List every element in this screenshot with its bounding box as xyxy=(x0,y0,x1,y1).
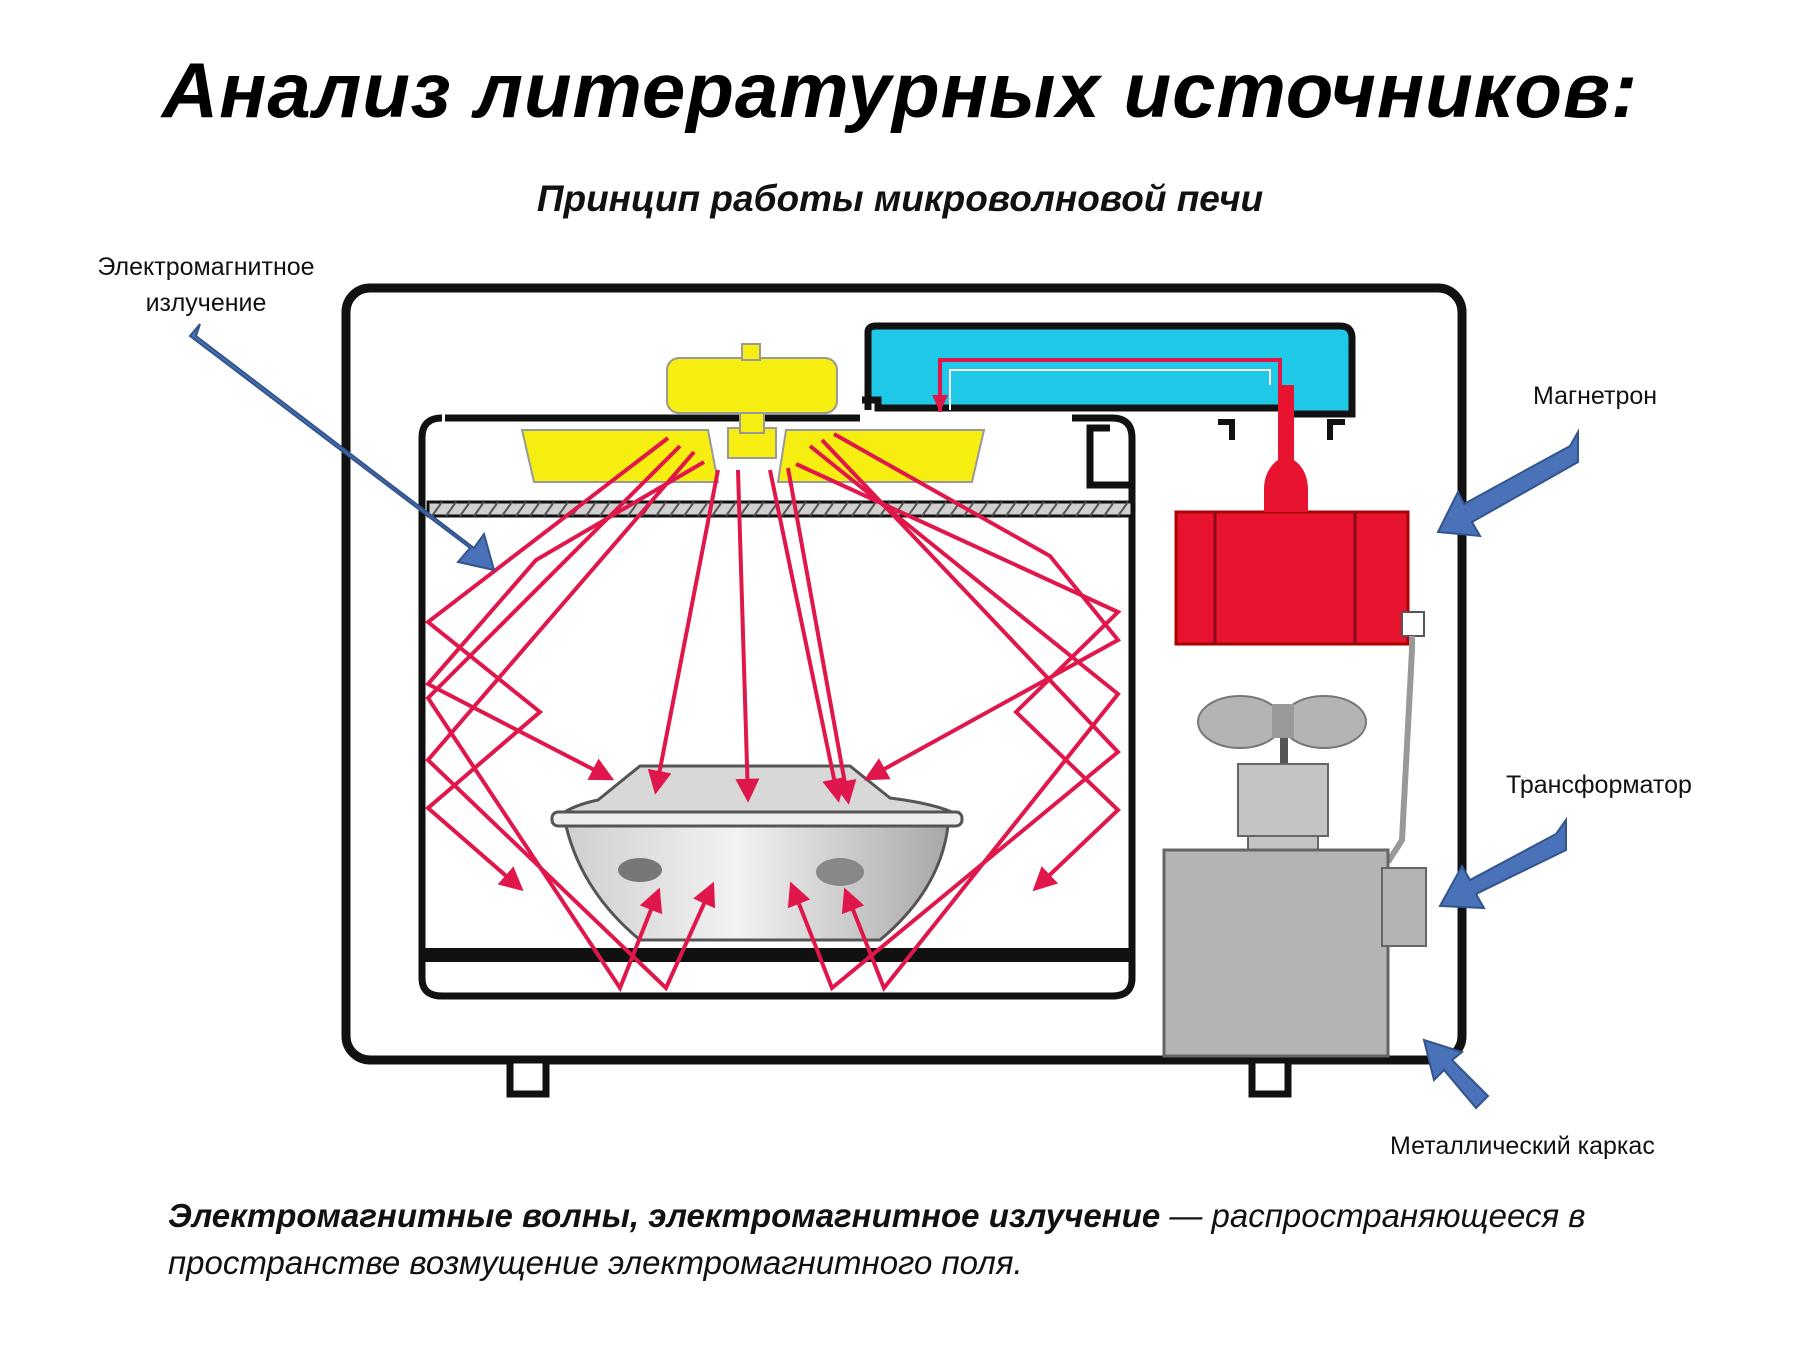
diagram-subtitle: Принцип работы микроволновой печи xyxy=(536,178,1264,219)
magnetron xyxy=(1174,510,1410,646)
ray-center-2 xyxy=(768,469,846,803)
magnetron-antenna xyxy=(1264,385,1308,512)
wall-bracket-2 xyxy=(1218,419,1345,440)
stirrer-blade-right xyxy=(776,429,986,483)
wall-bracket xyxy=(1086,424,1132,489)
transformer xyxy=(1162,848,1390,1058)
ray-right-5 xyxy=(786,467,857,805)
stirrer-blade-left xyxy=(520,429,720,483)
magnetron-callout-arrow xyxy=(1436,428,1579,538)
definition-body: распространяющееся в пространстве возмущ… xyxy=(168,1197,1586,1281)
waveguide-inner-path xyxy=(938,358,1282,412)
floor-plate xyxy=(424,948,1130,962)
ray-left-5 xyxy=(647,469,720,795)
transformer-terminal xyxy=(1381,867,1427,947)
ray-center-1 xyxy=(735,469,760,803)
definition-term: Электромагнитные волны, электромагнитное… xyxy=(168,1197,1161,1234)
ray-left-3 xyxy=(425,450,716,992)
frame-label: Металлический каркас xyxy=(1390,1132,1655,1160)
radiation-label-line2: излучение xyxy=(145,289,267,317)
cookware-food-left xyxy=(618,858,662,882)
radiation-callout-arrow xyxy=(188,323,496,572)
cooling-fan-blade-left xyxy=(1197,695,1283,749)
wire xyxy=(1385,636,1415,864)
foot-left xyxy=(506,1056,550,1098)
stirrer-cap xyxy=(741,343,761,361)
ray-right-4 xyxy=(833,432,1122,781)
cooling-fan-hub xyxy=(1272,704,1294,738)
connector-box xyxy=(1401,611,1425,637)
radiation-label-line1: Электромагнитное xyxy=(97,253,315,281)
ray-left-2 xyxy=(425,444,682,993)
stirrer-shaft xyxy=(739,412,765,434)
ray-right-1 xyxy=(795,462,1122,892)
radiation-label: Электромагнитное излучение xyxy=(76,249,336,321)
ray-right-2 xyxy=(808,444,1121,992)
waveguide-arrowhead xyxy=(932,395,948,412)
stirrer-top xyxy=(666,357,838,414)
ray-right-3 xyxy=(787,438,1121,992)
microwave-rays xyxy=(424,432,1122,993)
cookware-food-right xyxy=(816,858,864,886)
magnetron-label: Магнетрон xyxy=(1533,382,1658,410)
cooling-fan-blade-right xyxy=(1281,695,1367,749)
definition-text: Электромагнитные волны, электромагнитное… xyxy=(168,1192,1728,1286)
cooling-fan-shaft xyxy=(1280,738,1288,764)
definition-dash: — xyxy=(1160,1197,1212,1234)
transformer-callout-arrow xyxy=(1438,816,1567,910)
cookware-bowl xyxy=(564,824,950,942)
cooking-chamber xyxy=(418,414,1136,1000)
foot-right xyxy=(1248,1056,1292,1098)
ray-left-1 xyxy=(424,436,670,892)
callout-arrows xyxy=(188,323,1579,1110)
fan-motor xyxy=(1237,763,1329,837)
frame-callout-arrow xyxy=(1422,1038,1490,1110)
page-title: Анализ литературных источников: xyxy=(161,46,1639,134)
cookware-rim xyxy=(550,810,964,828)
ray-left-4 xyxy=(424,460,706,781)
transformer-label: Трансформатор xyxy=(1506,771,1692,799)
waveguide-inner-path2 xyxy=(949,369,1271,410)
